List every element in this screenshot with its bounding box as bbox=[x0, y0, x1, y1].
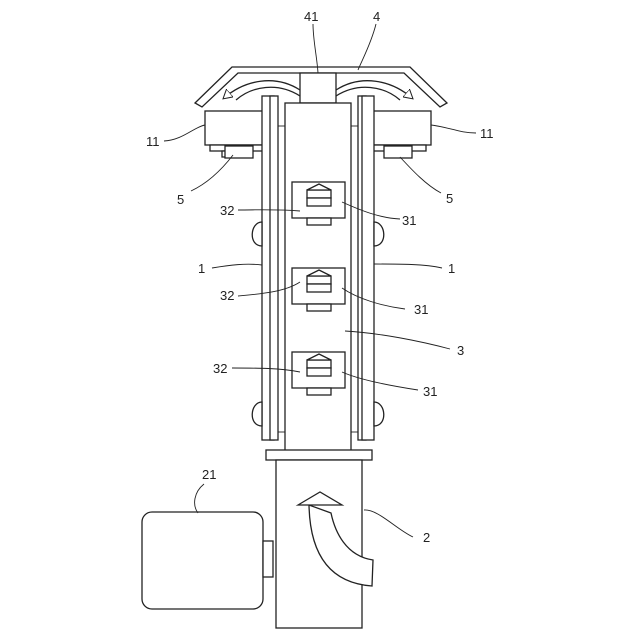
label-hood-vent: 41 bbox=[304, 9, 318, 24]
label-item-left-3: 32 bbox=[213, 361, 227, 376]
label-bracket-left: 5 bbox=[177, 192, 184, 207]
label-item-right-1: 31 bbox=[402, 213, 416, 228]
label-unit-right: 11 bbox=[480, 126, 494, 141]
label-inlet: 2 bbox=[423, 530, 430, 545]
label-item-right-2: 31 bbox=[414, 302, 428, 317]
unit-left bbox=[205, 111, 265, 151]
motor bbox=[142, 512, 273, 609]
base-flange bbox=[266, 450, 372, 460]
stack-2 bbox=[292, 268, 345, 311]
label-item-left-2: 32 bbox=[220, 288, 234, 303]
stack-1 bbox=[292, 182, 345, 225]
label-item-left-1: 32 bbox=[220, 203, 234, 218]
label-hood: 4 bbox=[373, 9, 380, 24]
stack-3 bbox=[292, 352, 345, 395]
label-unit-left: 11 bbox=[146, 134, 160, 149]
label-item-right-3: 31 bbox=[423, 384, 437, 399]
label-motor: 21 bbox=[202, 467, 216, 482]
bracket-right bbox=[384, 146, 412, 158]
rail-left bbox=[262, 96, 278, 440]
rail-right bbox=[358, 96, 374, 440]
bracket-left bbox=[222, 146, 253, 158]
unit-right bbox=[371, 111, 431, 151]
label-bracket-right: 5 bbox=[446, 191, 453, 206]
label-rail-left: 1 bbox=[198, 261, 205, 276]
label-rail-right: 1 bbox=[448, 261, 455, 276]
label-duct: 3 bbox=[457, 343, 464, 358]
inlet-pipe bbox=[276, 460, 373, 628]
hood bbox=[195, 67, 447, 107]
